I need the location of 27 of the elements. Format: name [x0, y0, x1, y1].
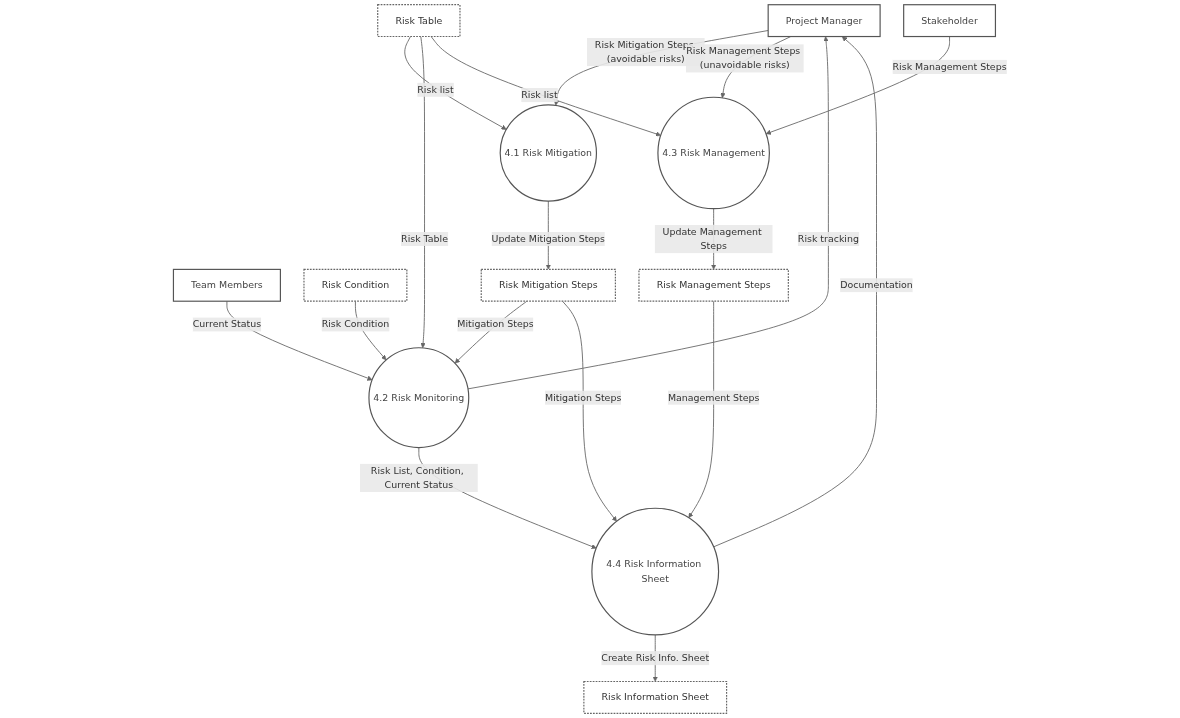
- edge-label: Mitigation Steps: [545, 391, 622, 403]
- node-box: Risk Table: [377, 4, 461, 38]
- edge-label: Management Steps: [667, 391, 760, 403]
- node-box: Project Manager: [767, 4, 881, 38]
- node-circle: 4.2 Risk Monitoring: [368, 347, 470, 449]
- edge-label: Risk Condition: [321, 318, 390, 330]
- node-box: Risk Information Sheet: [583, 680, 728, 714]
- edge-label: Update Management Steps: [662, 226, 762, 252]
- edge-label: Risk list: [417, 83, 454, 96]
- node-box: Stakeholder: [903, 4, 997, 38]
- node-box: Team Members: [172, 268, 281, 302]
- edge-label: Mitigation Steps: [457, 318, 534, 330]
- edge-label: Risk tracking: [797, 233, 859, 245]
- edge-label: Risk Management Steps: [892, 60, 1007, 73]
- edge-label: Create Risk Info. Sheet: [601, 652, 710, 664]
- node-box: Risk Condition: [303, 268, 408, 302]
- node-circle: 4.3 Risk Management: [657, 96, 770, 210]
- node-box: Risk Management Steps: [638, 268, 789, 302]
- edge-label: Current Status: [192, 318, 262, 330]
- edge-label: Risk list: [521, 89, 558, 101]
- edge-label: Documentation: [840, 279, 913, 291]
- node-circle: 4.4 Risk Information Sheet: [591, 507, 720, 636]
- edge-label: Risk List, Condition, Current Status: [370, 464, 464, 491]
- node-box: Risk Mitigation Steps: [480, 268, 616, 302]
- node-circle: 4.1 Risk Mitigation: [499, 104, 598, 202]
- edge-label: Risk Table: [401, 233, 448, 245]
- edge-label: Update Mitigation Steps: [491, 233, 606, 245]
